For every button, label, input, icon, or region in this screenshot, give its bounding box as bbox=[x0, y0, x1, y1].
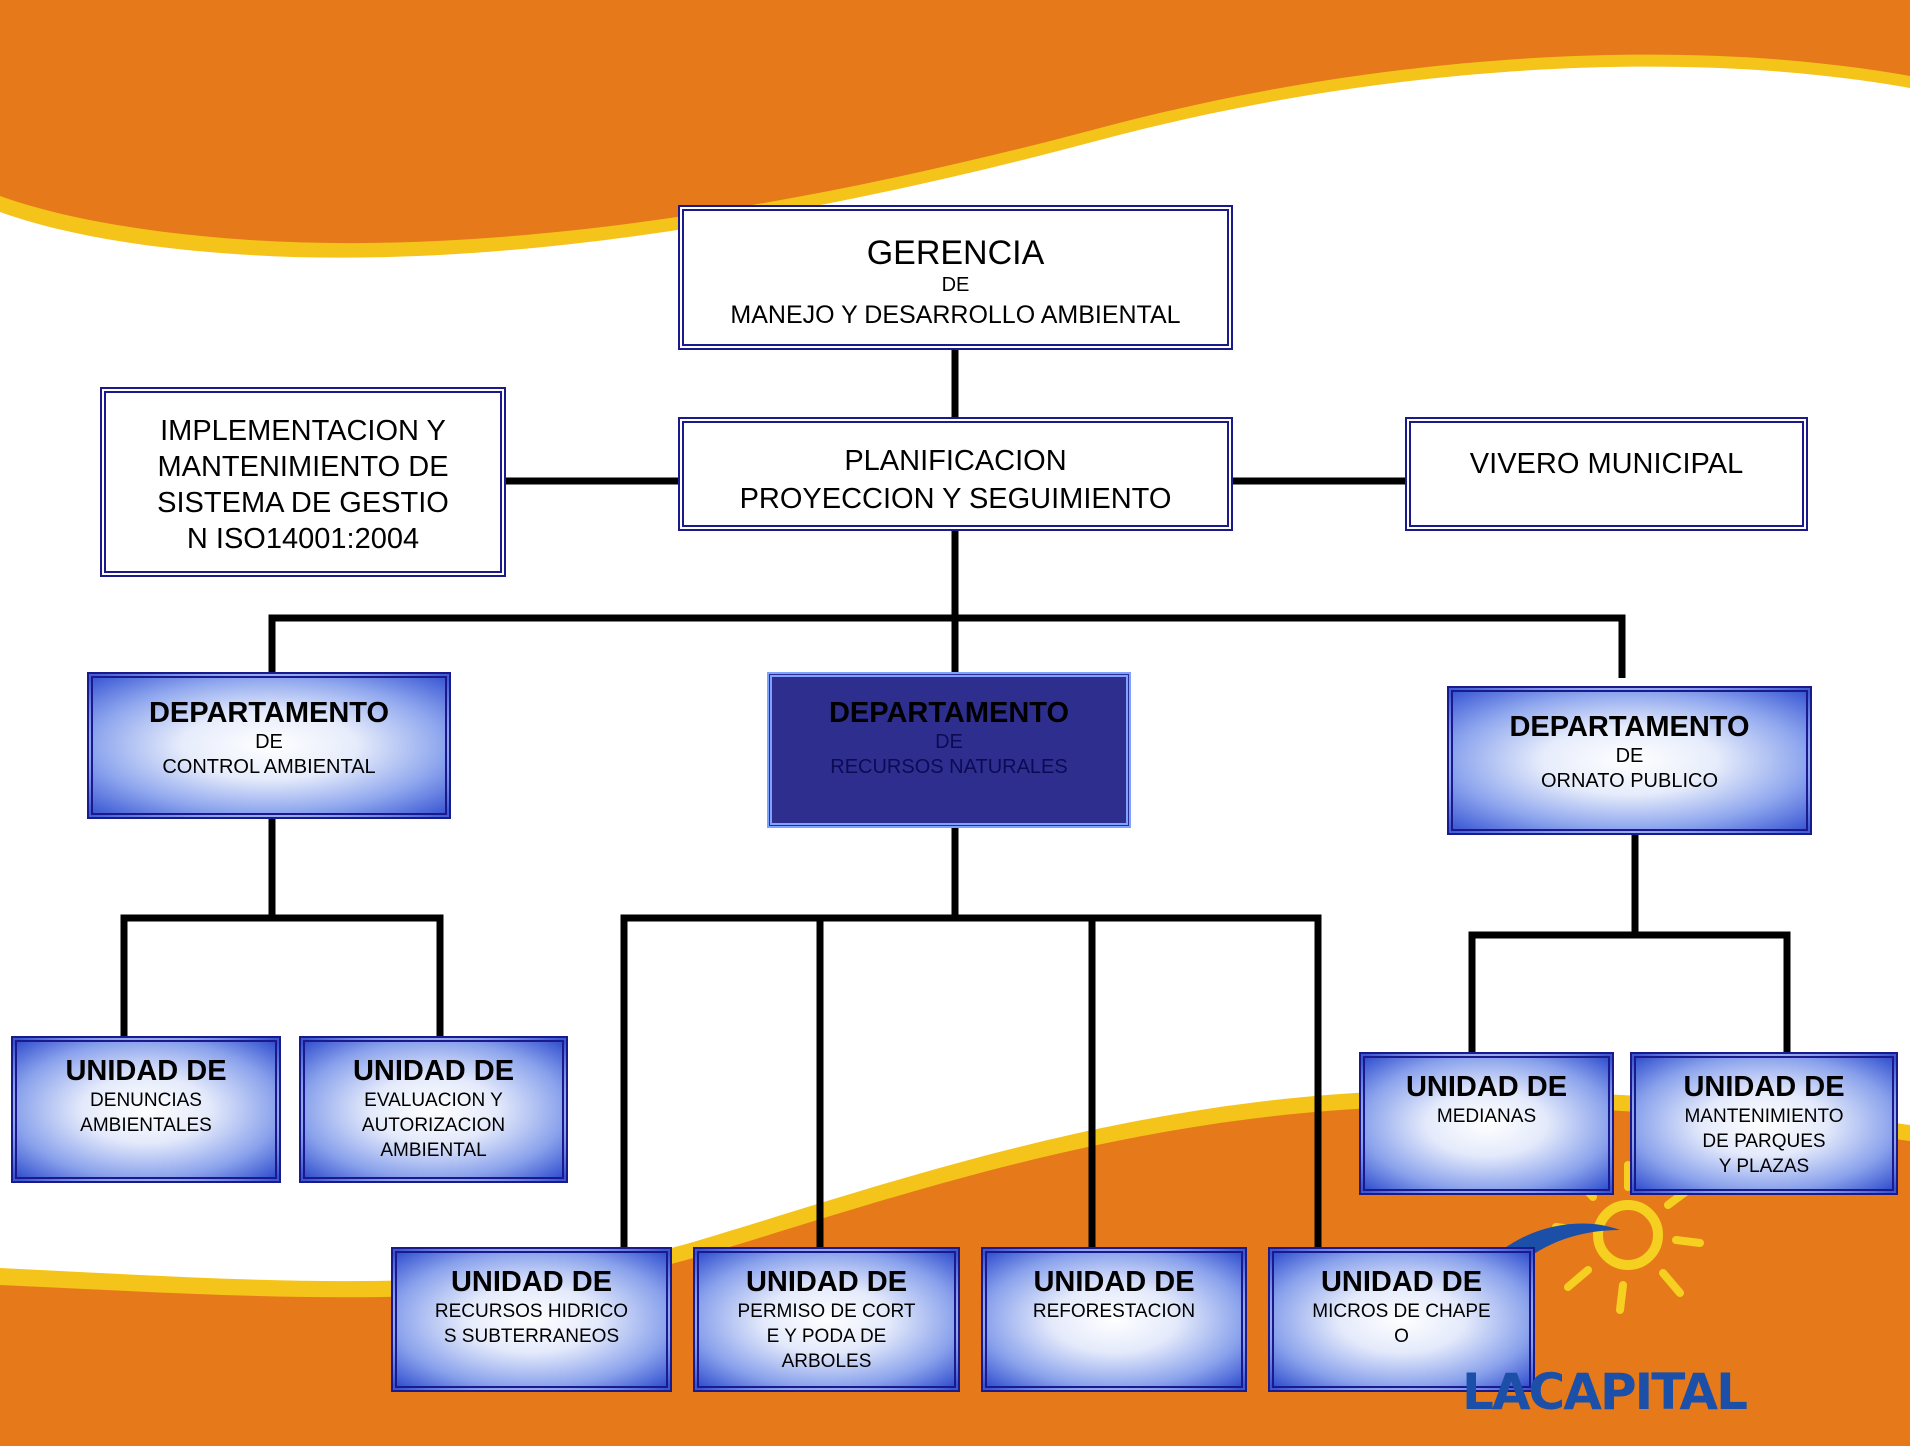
unit-title: UNIDAD DE bbox=[352, 1055, 515, 1087]
iso-box: IMPLEMENTACION Y MANTENIMIENTO DE SISTEM… bbox=[100, 387, 506, 577]
unit-line: DENUNCIAS bbox=[90, 1090, 202, 1111]
connector-lines bbox=[120, 347, 1791, 1250]
department-title: DEPARTAMENTO bbox=[828, 697, 1070, 729]
unit-line: AMBIENTAL bbox=[380, 1140, 487, 1161]
iso-line2: MANTENIMIENTO DE bbox=[157, 451, 449, 483]
vivero-label: VIVERO MUNICIPAL bbox=[1469, 448, 1744, 480]
unit-title: UNIDAD DE bbox=[450, 1266, 613, 1298]
unit-line: REFORESTACION bbox=[1032, 1301, 1196, 1322]
unit-box: UNIDAD DE MICROS DE CHAPE O bbox=[1268, 1247, 1535, 1392]
unit-line: DE PARQUES bbox=[1702, 1131, 1826, 1152]
unit-box: UNIDAD DE MEDIANAS bbox=[1359, 1052, 1614, 1195]
department-box: DEPARTAMENTO DE CONTROL AMBIENTAL bbox=[87, 672, 451, 819]
unit-line: S SUBTERRANEOS bbox=[443, 1326, 620, 1347]
unit-line: E Y PODA DE bbox=[766, 1326, 887, 1347]
logo-swoosh bbox=[1480, 1223, 1620, 1300]
unit-box: UNIDAD DE REFORESTACION bbox=[981, 1247, 1247, 1392]
department-name: CONTROL AMBIENTAL bbox=[162, 756, 376, 778]
unit-box: UNIDAD DE MANTENIMIENTO DE PARQUES Y PLA… bbox=[1630, 1052, 1898, 1195]
department-de: DE bbox=[255, 731, 283, 753]
unit-line: ARBOLES bbox=[781, 1351, 872, 1372]
unit-line: EVALUACION Y bbox=[364, 1090, 503, 1111]
iso-line4: N ISO14001:2004 bbox=[186, 523, 420, 555]
unit-box: UNIDAD DE DENUNCIAS AMBIENTALES bbox=[11, 1036, 281, 1183]
unit-line: MANTENIMIENTO bbox=[1684, 1106, 1844, 1127]
gerencia-box: GERENCIA DE MANEJO Y DESARROLLO AMBIENTA… bbox=[678, 205, 1233, 350]
department-name: RECURSOS NATURALES bbox=[830, 756, 1068, 778]
department-box-selected: DEPARTAMENTO DE RECURSOS NATURALES bbox=[767, 672, 1131, 828]
unit-line: MEDIANAS bbox=[1436, 1106, 1537, 1127]
iso-line3: SISTEMA DE GESTIO bbox=[157, 487, 449, 519]
department-de: DE bbox=[1615, 745, 1644, 767]
top-banner-orange bbox=[0, 0, 1910, 244]
unit-title: UNIDAD DE bbox=[65, 1055, 227, 1087]
department-title: DEPARTAMENTO bbox=[1509, 711, 1750, 743]
gerencia-line2: DE bbox=[941, 274, 970, 296]
unit-line: PERMISO DE CORT bbox=[737, 1301, 916, 1322]
unit-line: AMBIENTALES bbox=[80, 1115, 212, 1136]
iso-line1: IMPLEMENTACION Y bbox=[160, 415, 446, 447]
department-de: DE bbox=[935, 731, 963, 753]
gerencia-line3: MANEJO Y DESARROLLO AMBIENTAL bbox=[730, 301, 1181, 329]
unit-title: UNIDAD DE bbox=[1033, 1266, 1195, 1298]
unit-line: MICROS DE CHAPE bbox=[1312, 1301, 1491, 1322]
unit-box: UNIDAD DE RECURSOS HIDRICO S SUBTERRANEO… bbox=[391, 1247, 672, 1392]
department-title: DEPARTAMENTO bbox=[148, 697, 390, 729]
unit-line: AUTORIZACION bbox=[361, 1115, 506, 1136]
planificacion-line1: PLANIFICACION bbox=[844, 445, 1067, 477]
planificacion-box: PLANIFICACION PROYECCION Y SEGUIMIENTO bbox=[678, 417, 1233, 531]
unit-box: UNIDAD DE EVALUACION Y AUTORIZACION AMBI… bbox=[299, 1036, 568, 1183]
unit-line: RECURSOS HIDRICO bbox=[434, 1301, 629, 1322]
department-box: DEPARTAMENTO DE ORNATO PUBLICO bbox=[1447, 686, 1812, 835]
planificacion-line2: PROYECCION Y SEGUIMIENTO bbox=[739, 483, 1172, 515]
gerencia-title: GERENCIA bbox=[866, 234, 1045, 272]
unit-title: UNIDAD DE bbox=[745, 1266, 908, 1298]
unit-title: UNIDAD DE bbox=[1683, 1071, 1845, 1103]
unit-title: UNIDAD DE bbox=[1320, 1266, 1483, 1298]
unit-title: UNIDAD DE bbox=[1405, 1071, 1568, 1103]
unit-box: UNIDAD DE PERMISO DE CORT E Y PODA DE AR… bbox=[693, 1247, 960, 1392]
unit-line: Y PLAZAS bbox=[1718, 1156, 1810, 1177]
vivero-box: VIVERO MUNICIPAL bbox=[1405, 417, 1808, 531]
unit-line: O bbox=[1394, 1326, 1409, 1347]
department-name: ORNATO PUBLICO bbox=[1540, 770, 1719, 792]
logo-text: LACAPITAL bbox=[1462, 1363, 1748, 1421]
